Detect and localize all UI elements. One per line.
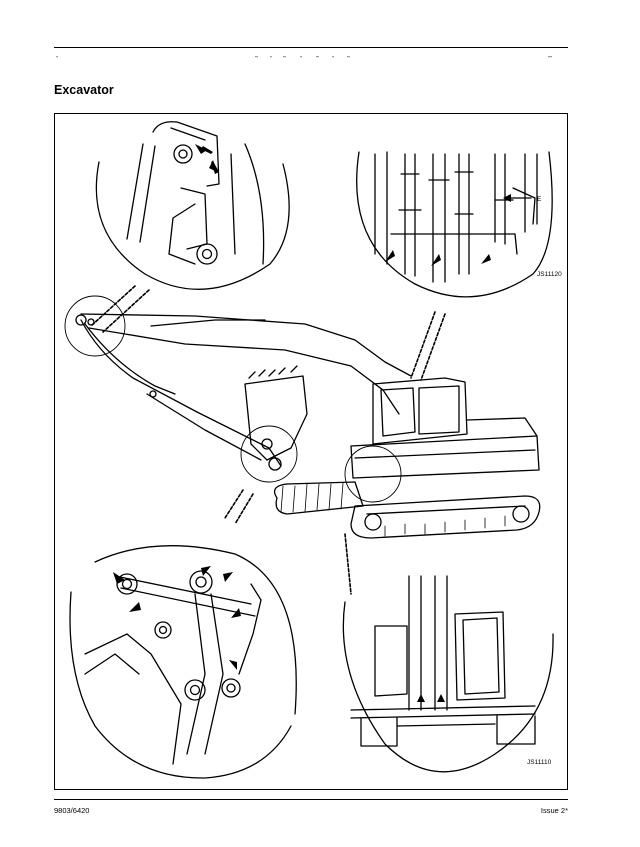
inset-boom-pin bbox=[95, 121, 290, 290]
header-faint-marks bbox=[56, 56, 552, 58]
callout-label: E bbox=[537, 196, 542, 203]
inset-bucket-linkage bbox=[69, 545, 297, 779]
figure-ref-top: JS11120 bbox=[537, 271, 562, 278]
excavator-figure: JS11120 JS11110 E bbox=[54, 113, 568, 790]
document-number: 9803/6420 bbox=[54, 806, 90, 815]
footer-rule bbox=[54, 799, 568, 800]
header-rule bbox=[54, 47, 568, 48]
figure-ref-bottom: JS11110 bbox=[527, 759, 552, 766]
excavator-illustration: JS11120 JS11110 E bbox=[64, 121, 562, 779]
main-excavator bbox=[75, 313, 541, 539]
page-title: Excavator bbox=[54, 83, 114, 97]
inset-cab-underside bbox=[342, 575, 554, 773]
inset-hydraulic-lines bbox=[356, 151, 553, 298]
issue-number: Issue 2* bbox=[540, 806, 568, 815]
